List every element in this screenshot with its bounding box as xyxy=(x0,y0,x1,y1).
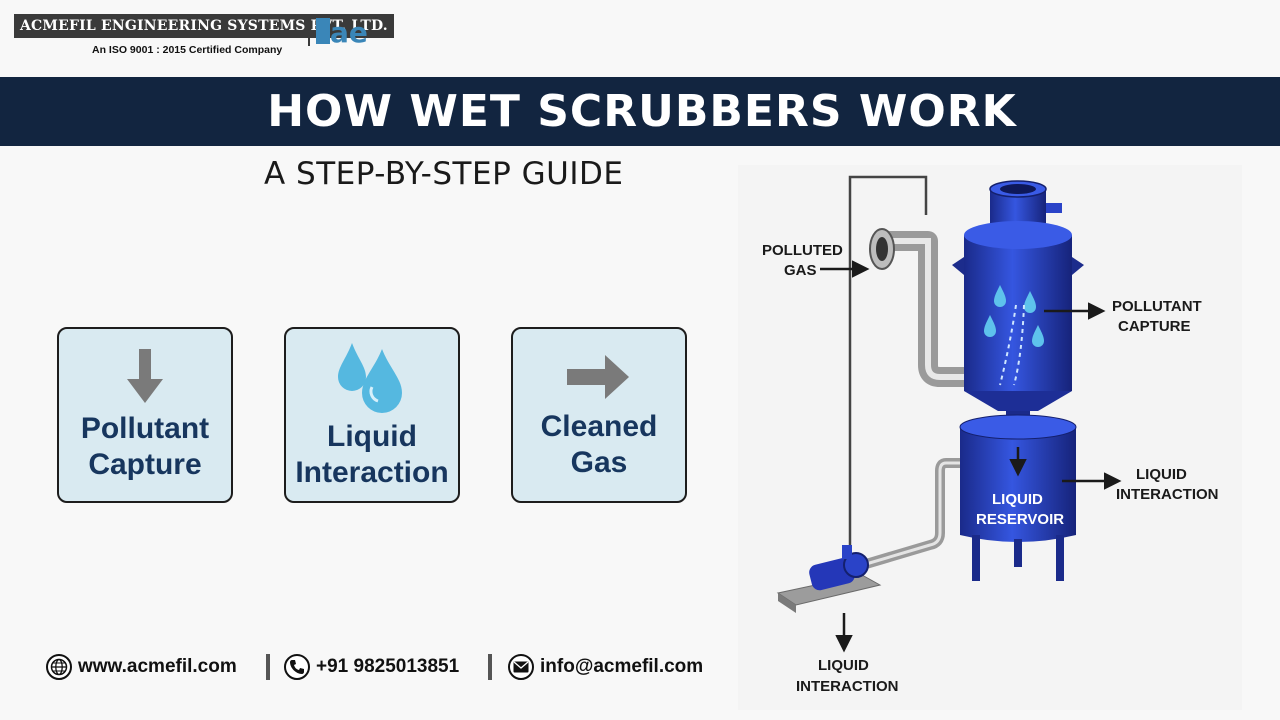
website-link[interactable]: www.acmefil.com xyxy=(46,654,237,680)
page-title: HOW WET SCRUBBERS WORK xyxy=(267,86,1017,137)
page-subtitle: A STEP-BY-STEP GUIDE xyxy=(264,156,624,192)
label-pollutant-capture-1: POLLUTANT xyxy=(1112,298,1202,315)
iso-tagline: An ISO 9001 : 2015 Certified Company xyxy=(92,44,283,56)
label-reservoir-1: LIQUID xyxy=(992,491,1043,508)
label-liquid-interaction-right-2: INTERACTION xyxy=(1116,486,1219,503)
liquid-reservoir xyxy=(960,427,1076,542)
footer-divider xyxy=(266,654,270,680)
card-label-line1: Liquid xyxy=(327,420,417,453)
label-pollutant-capture-2: CAPTURE xyxy=(1118,318,1191,335)
wet-scrubber-diagram: POLLUTED GAS POLLUTANT CAPTURE LIQUID RE… xyxy=(738,165,1242,710)
footer-divider xyxy=(488,654,492,680)
right-arrow-icon xyxy=(567,355,629,399)
down-arrow-icon xyxy=(127,349,163,403)
label-reservoir-2: RESERVOIR xyxy=(976,511,1064,528)
label-polluted-gas-1: POLLUTED xyxy=(762,242,843,259)
label-liquid-interaction-bottom-2: INTERACTION xyxy=(796,678,899,695)
water-droplets-icon xyxy=(984,285,1044,347)
email-link[interactable]: info@acmefil.com xyxy=(508,654,703,680)
card-label-line1: Cleaned xyxy=(540,410,658,443)
title-banner: HOW WET SCRUBBERS WORK xyxy=(0,77,1280,146)
phone-link[interactable]: +91 9825013851 xyxy=(284,654,459,680)
globe-icon xyxy=(46,654,72,680)
label-polluted-gas-2: GAS xyxy=(784,262,817,279)
step-card-liquid-interaction: Liquid Interaction xyxy=(284,327,460,503)
card-label-line2: Interaction xyxy=(295,456,449,489)
label-liquid-interaction-bottom-1: LIQUID xyxy=(818,657,869,674)
step-card-cleaned-gas: Cleaned Gas xyxy=(511,327,687,503)
upper-vessel xyxy=(964,225,1072,391)
company-logo: ACMEFIL ENGINEERING SYSTEMS PVT. LTD. ae… xyxy=(14,14,394,56)
logo-tm: ™ xyxy=(372,16,379,24)
phone-icon xyxy=(284,654,310,680)
card-label-line2: Capture xyxy=(88,448,202,481)
contact-footer: www.acmefil.com +91 9825013851 info@acme… xyxy=(40,650,730,686)
cone-section xyxy=(964,391,1072,411)
card-label-line1: Pollutant xyxy=(80,412,210,445)
step-card-pollutant-capture: Pollutant Capture xyxy=(57,327,233,503)
company-name: ACMEFIL ENGINEERING SYSTEMS PVT. LTD. xyxy=(14,14,394,38)
logo-mark-icon: ae ™ xyxy=(308,14,379,48)
card-label-line2: Gas xyxy=(570,446,628,479)
logo-mark-text: ae xyxy=(330,16,368,48)
droplets-icon xyxy=(338,343,402,413)
recirculation-line xyxy=(848,175,928,555)
email-text: info@acmefil.com xyxy=(540,656,704,677)
phone-text: +91 9825013851 xyxy=(316,656,460,677)
website-text: www.acmefil.com xyxy=(78,656,237,677)
label-liquid-interaction-right-1: LIQUID xyxy=(1136,466,1187,483)
mail-icon xyxy=(508,654,534,680)
